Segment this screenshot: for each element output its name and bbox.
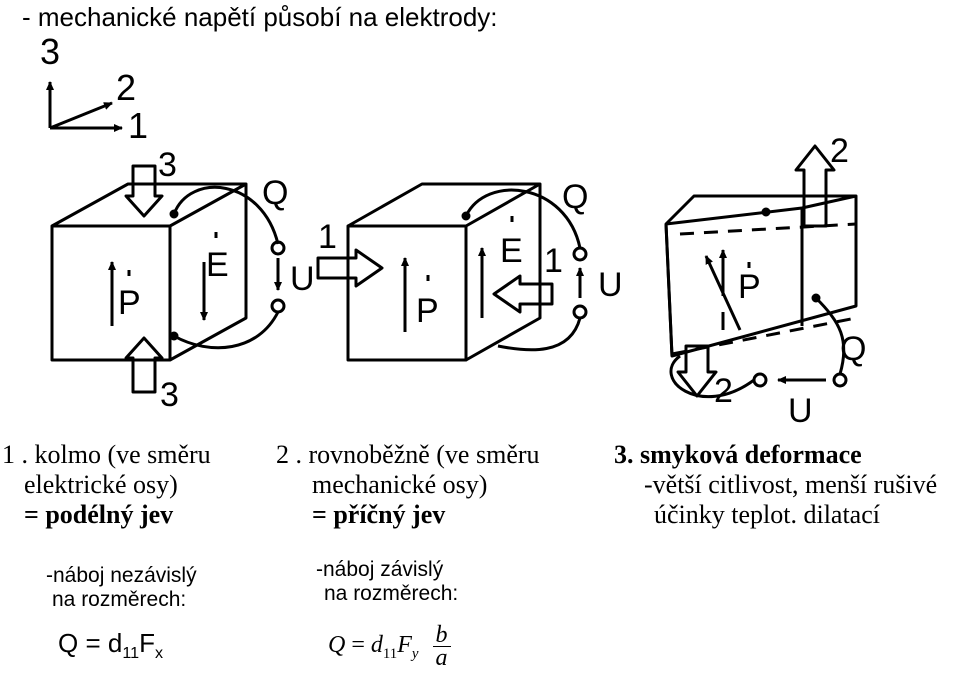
formula-2: Q = d11Fy b a	[328, 623, 451, 670]
axis-label-3: 3	[40, 31, 60, 72]
axes-icon	[46, 81, 123, 132]
formula-1: Q = d11Fx	[58, 628, 164, 663]
polarization-label: P	[738, 268, 761, 306]
caption-3: 3. smyková deformace -větší citlivost, m…	[614, 440, 938, 529]
force-arrow-icon	[124, 336, 164, 394]
piezo-diagram: 3 2 1 3 3 P E Q U 1 1 P E Q U 2 2 P Q U	[40, 31, 866, 430]
polarization-label: P	[118, 284, 141, 322]
force-label: 3	[160, 376, 179, 414]
force-label: 2	[830, 132, 849, 170]
force-arrow-icon	[316, 248, 384, 288]
force-arrow-icon	[492, 274, 554, 314]
note-1: -náboj nezávislý na rozměrech:	[46, 564, 197, 611]
field-label: E	[206, 246, 229, 284]
voltage-label: U	[290, 260, 315, 298]
charge-label: Q	[562, 178, 588, 216]
charge-label: Q	[840, 330, 866, 368]
caption-2: 2 . rovnoběžně (ve směru mechanické osy)…	[276, 440, 540, 529]
field-label: E	[500, 232, 523, 270]
axis-label-2: 2	[116, 67, 136, 108]
page-title: - mechanické napětí působí na elektrody:	[22, 2, 498, 32]
voltage-label: U	[788, 392, 813, 430]
caption-1: 1 . kolmo (ve směru elektrické osy) = po…	[2, 440, 211, 529]
force-arrow-icon	[794, 144, 836, 228]
fraction: b a	[432, 623, 451, 670]
charge-label: Q	[262, 174, 288, 212]
force-label: 1	[544, 242, 563, 280]
force-label: 3	[158, 146, 177, 184]
force-arrow-icon	[124, 164, 164, 218]
axis-label-1: 1	[128, 105, 148, 146]
note-2: -náboj závislý na rozměrech:	[316, 558, 459, 605]
polarization-label: P	[416, 292, 439, 330]
force-label: 2	[714, 372, 733, 410]
cube-3	[664, 144, 858, 399]
force-arrow-icon	[676, 344, 718, 398]
voltage-label: U	[598, 266, 623, 304]
cube-1	[50, 164, 286, 394]
force-label: 1	[318, 218, 337, 256]
cube-2	[316, 182, 588, 362]
